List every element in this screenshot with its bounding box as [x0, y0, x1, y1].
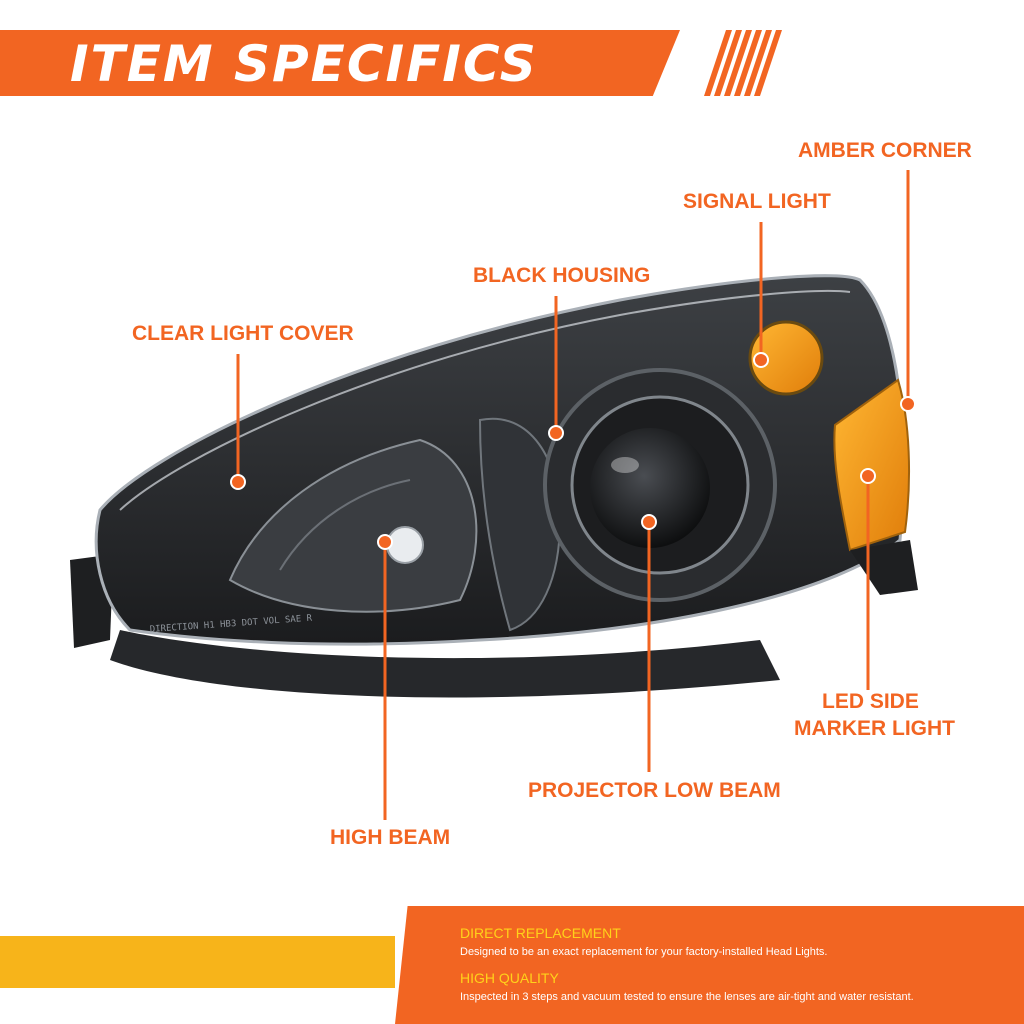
feature-title-high-quality: HIGH QUALITY — [460, 970, 559, 986]
clear-cover-highlight — [119, 289, 851, 511]
high-beam-bulb — [386, 526, 424, 564]
page-title: ITEM SPECIFICS — [70, 35, 538, 93]
label-led-side-line1: LED SIDE — [822, 690, 919, 713]
label-signal-light: SIGNAL LIGHT — [683, 190, 831, 213]
label-projector-low-beam: PROJECTOR LOW BEAM — [528, 779, 781, 802]
banner-stripes-decoration — [704, 30, 782, 96]
headlight-image: DIRECTION H1 HB3 DOT VOL SAE R — [70, 274, 918, 698]
label-black-housing: BLACK HOUSING — [473, 264, 651, 287]
footer-yellow-bar — [0, 936, 395, 988]
lower-trim — [110, 630, 780, 698]
feature-desc-high-quality: Inspected in 3 steps and vacuum tested t… — [460, 991, 914, 1003]
high-beam-reflector — [228, 438, 478, 613]
feature-title-direct-replacement: DIRECT REPLACEMENT — [460, 925, 621, 941]
feature-desc-direct-replacement: Designed to be an exact replacement for … — [460, 946, 828, 958]
housing-divider — [478, 417, 562, 632]
label-high-beam: HIGH BEAM — [330, 826, 451, 849]
header-banner — [0, 30, 680, 96]
projector-lens — [590, 428, 710, 548]
label-led-side-line2: MARKER LIGHT — [794, 717, 955, 740]
label-amber-corner: AMBER CORNER — [798, 139, 972, 162]
amber-corner-lens — [833, 378, 911, 552]
signal-light-lens — [748, 320, 824, 396]
label-clear-light-cover: CLEAR LIGHT COVER — [132, 322, 354, 345]
footer-orange-panel — [395, 906, 1024, 1024]
